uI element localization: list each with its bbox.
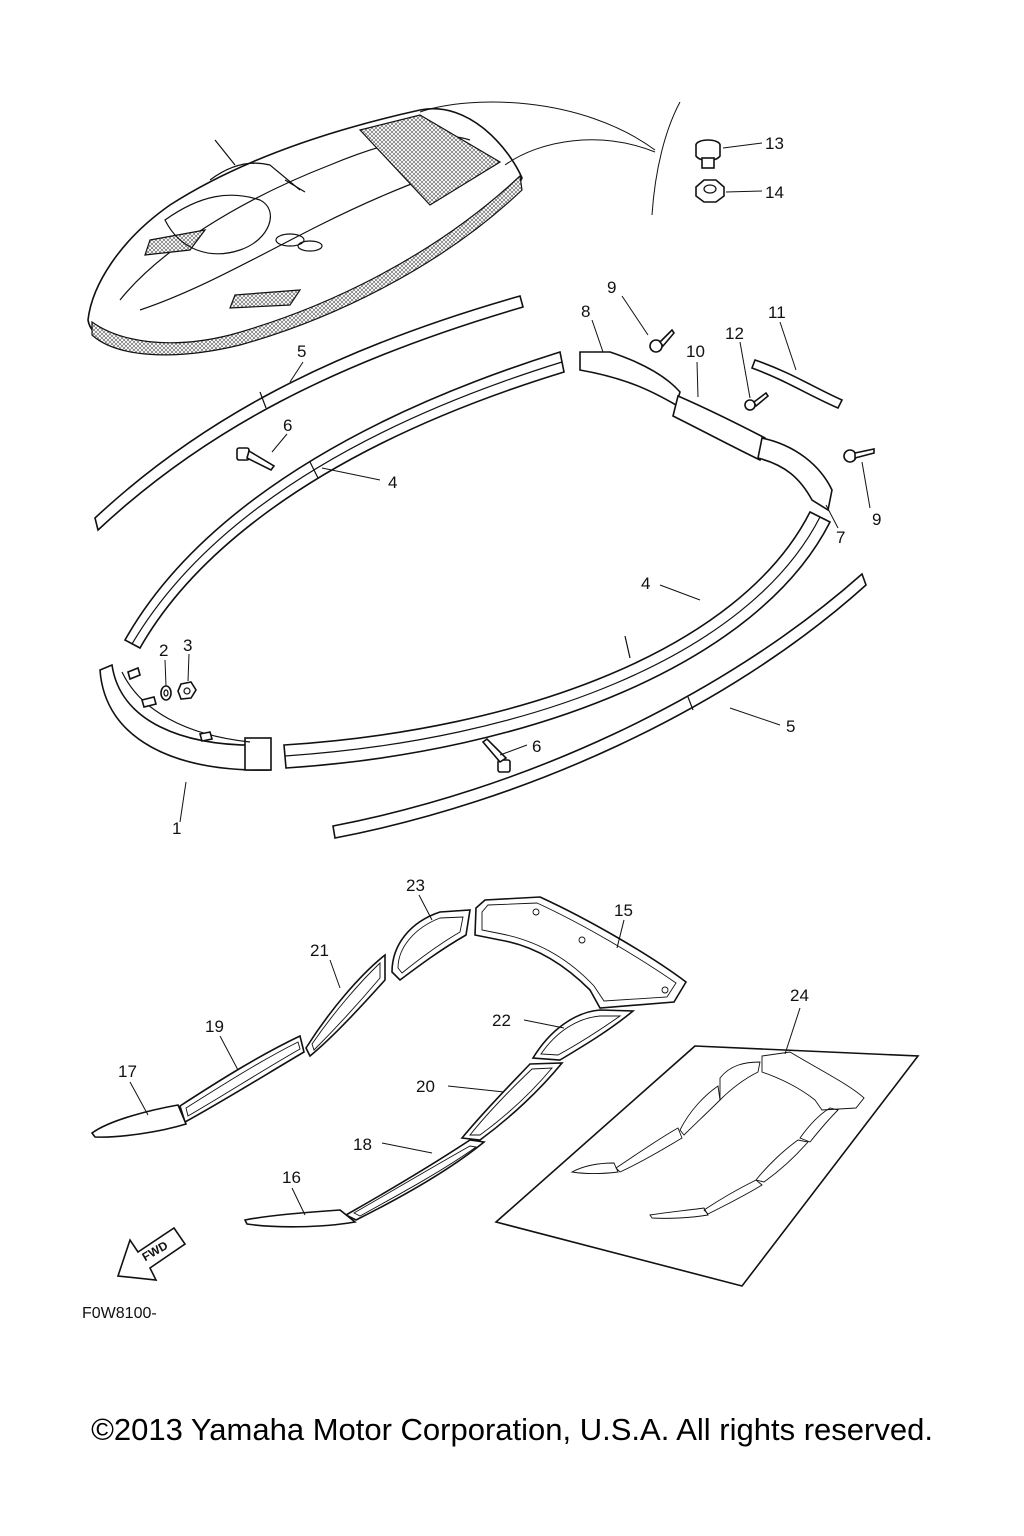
mat-15 [474, 896, 688, 1009]
callout-22: 22 [492, 1011, 511, 1030]
callout-7: 7 [836, 528, 845, 547]
callout-5: 5 [297, 342, 306, 361]
mat-19 [179, 1034, 305, 1124]
callout-15: 15 [614, 901, 633, 920]
callout-leaders [129, 142, 871, 1216]
mat-23 [391, 909, 471, 982]
fwd-arrow-icon: FWD [116, 1226, 187, 1281]
part-10 [672, 394, 766, 462]
part-5-lower [332, 572, 867, 839]
callout-6-lower: 6 [532, 737, 541, 756]
mat-20 [460, 1062, 564, 1141]
callout-14: 14 [765, 183, 784, 202]
callout-5-lower: 5 [786, 717, 795, 736]
callout-4: 4 [388, 473, 397, 492]
part-7 [757, 437, 833, 512]
callout-9: 9 [607, 278, 616, 297]
mat-16 [243, 1209, 357, 1228]
callout-8: 8 [581, 302, 590, 321]
callout-11: 11 [768, 303, 786, 322]
screw-12 [744, 391, 770, 411]
callout-13: 13 [765, 134, 784, 153]
callout-4-lower: 4 [641, 574, 650, 593]
callout-2: 2 [159, 641, 168, 660]
callout-6: 6 [283, 416, 292, 435]
callout-19: 19 [205, 1017, 224, 1036]
mat-18 [344, 1139, 486, 1221]
callout-10: 10 [686, 342, 705, 361]
bracket-line [651, 101, 681, 216]
nut-14 [695, 179, 725, 203]
part-4-lower [283, 510, 832, 769]
part-5-upper [94, 295, 524, 532]
copyright-notice: ©2013 Yamaha Motor Corporation, U.S.A. A… [91, 1412, 933, 1447]
mat-17 [90, 1104, 188, 1138]
callout-17: 17 [118, 1062, 137, 1081]
fastener-6-upper [236, 447, 276, 472]
rivet-9-right [843, 448, 875, 463]
callout-23: 23 [406, 876, 425, 895]
fastener-6-lower [481, 737, 511, 773]
nut-3 [177, 681, 197, 700]
mat-22 [531, 1009, 636, 1061]
collar-13 [695, 139, 721, 169]
stud-group [127, 666, 214, 742]
rivet-9-upper [649, 328, 675, 353]
callout-3: 3 [183, 636, 192, 655]
part-8 [579, 351, 681, 407]
callout-21: 21 [310, 941, 329, 960]
diagram-code: F0W8100- [82, 1305, 157, 1322]
part-11-trim [750, 358, 844, 410]
watercraft-illustration [87, 107, 523, 356]
mat-set-24 [494, 1045, 920, 1287]
mat-21 [305, 953, 386, 1058]
callout-20: 20 [416, 1077, 435, 1096]
part-4-upper [123, 350, 565, 650]
bow-end-clip [244, 737, 272, 771]
leader-line [419, 101, 656, 151]
callout-9-right: 9 [872, 510, 881, 529]
callout-1: 1 [172, 819, 181, 838]
callout-18: 18 [353, 1135, 372, 1154]
leader-line [504, 139, 656, 166]
callout-labels: 13 14 9 8 11 12 10 5 6 4 9 7 4 2 3 5 6 1… [82, 134, 881, 1322]
callout-16: 16 [282, 1168, 301, 1187]
washer-2 [160, 685, 172, 701]
mat-pieces [90, 896, 688, 1228]
callout-24: 24 [790, 986, 809, 1005]
callout-12: 12 [725, 324, 744, 343]
